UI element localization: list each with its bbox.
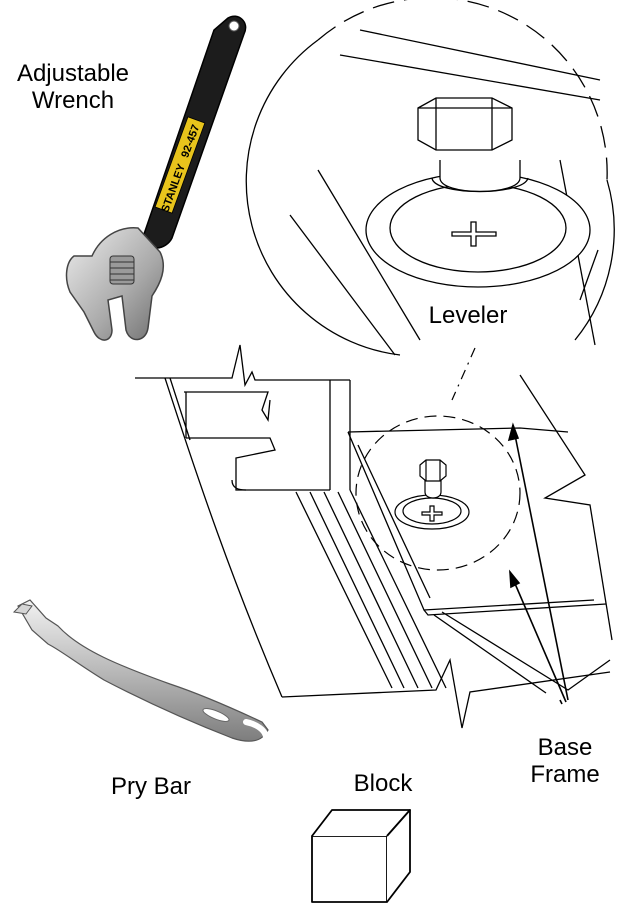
adjustable-wrench-label-line1: Adjustable xyxy=(16,60,130,87)
wrench-icon: STANLEY 92-457 xyxy=(65,15,247,341)
adjustable-wrench-label-line2: Wrench xyxy=(31,87,115,114)
pry-bar-label: Pry Bar xyxy=(110,773,191,800)
block-label: Block xyxy=(353,770,413,797)
leveler-label: Leveler xyxy=(428,302,508,329)
pry-bar-icon xyxy=(12,599,269,742)
detail-connector-line xyxy=(451,347,476,401)
base-frame-pointer-arrows xyxy=(507,422,569,705)
base-frame-label-line2: Frame xyxy=(530,761,600,788)
base-frame-label-line1: Base xyxy=(537,734,593,761)
adjustable-wrench-label: Adjustable Wrench xyxy=(8,60,138,114)
leveler-detail-view xyxy=(245,0,615,356)
base-frame-label: Base Frame xyxy=(520,734,610,788)
leveler-icon xyxy=(394,459,470,530)
block-icon xyxy=(311,809,411,903)
leveler-callout-circle xyxy=(355,415,521,571)
appliance-base-drawing xyxy=(135,344,613,729)
